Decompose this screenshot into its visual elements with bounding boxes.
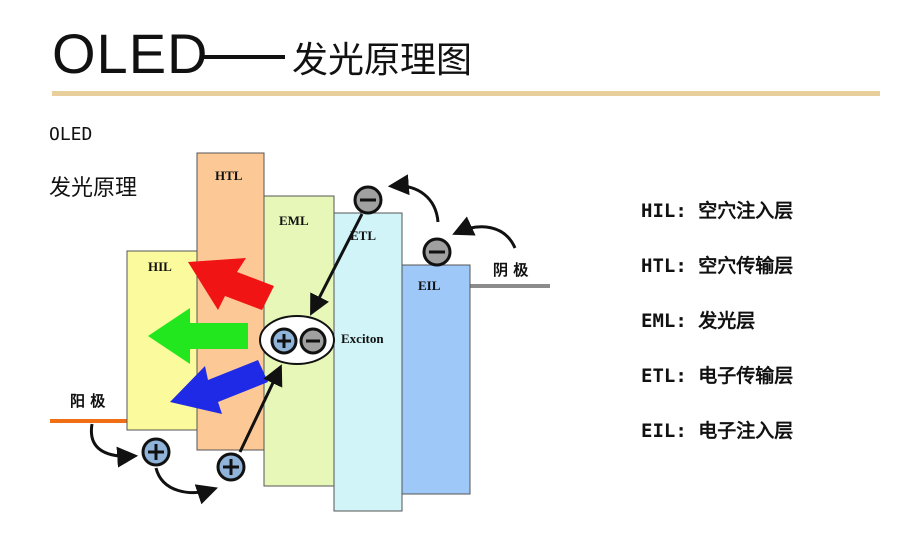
legend-item: HIL: 空穴注入层 bbox=[641, 200, 794, 222]
hole-icon bbox=[270, 327, 298, 355]
page-subtitle: 发光原理图 bbox=[292, 40, 473, 81]
light-arrow-blue bbox=[170, 360, 268, 414]
arrow-hole-to-exciton bbox=[238, 364, 283, 453]
anode-wire bbox=[50, 419, 130, 423]
legend: HIL: 空穴注入层 HTL: 空穴传输层 EML: 发光层 ETL: 电子传输… bbox=[641, 196, 793, 471]
cathode-wire bbox=[470, 284, 550, 288]
arrow-anode-to-hil bbox=[89, 423, 139, 468]
label-exciton: Exciton bbox=[341, 331, 384, 346]
label-etl: ETL bbox=[350, 228, 376, 243]
light-arrow-red bbox=[188, 258, 274, 310]
electron-icon bbox=[299, 327, 327, 355]
title-underline bbox=[52, 91, 880, 96]
electron-icon bbox=[353, 185, 383, 215]
arrow-electron-to-exciton bbox=[310, 213, 364, 316]
legend-item: ETL: 电子传输层 bbox=[641, 365, 794, 387]
intro-line-2: 发光原理 bbox=[49, 176, 138, 201]
intro-line-1: OLED bbox=[49, 124, 93, 145]
arrow-hil-to-htl bbox=[154, 467, 218, 505]
arrow-eil-to-etl bbox=[387, 174, 440, 223]
hole-icon bbox=[141, 437, 171, 467]
light-arrow-green bbox=[148, 308, 248, 364]
layer-eil bbox=[401, 264, 471, 495]
label-eil: EIL bbox=[418, 278, 441, 293]
label-eml: EML bbox=[279, 213, 309, 228]
arrow-cathode-to-eil bbox=[452, 216, 517, 249]
electron-icon bbox=[422, 237, 452, 267]
page-title: OLED bbox=[52, 22, 209, 85]
legend-item: EML: 发光层 bbox=[641, 310, 756, 332]
label-cathode: 阴 极 bbox=[493, 261, 529, 279]
label-htl: HTL bbox=[215, 168, 243, 183]
label-anode: 阳 极 bbox=[70, 392, 106, 410]
hole-icon bbox=[216, 452, 246, 482]
legend-item: HTL: 空穴传输层 bbox=[641, 255, 794, 277]
label-hil: HIL bbox=[148, 259, 172, 274]
legend-item: EIL: 电子注入层 bbox=[641, 420, 794, 442]
title-dash bbox=[201, 55, 285, 59]
layer-etl bbox=[333, 212, 403, 512]
